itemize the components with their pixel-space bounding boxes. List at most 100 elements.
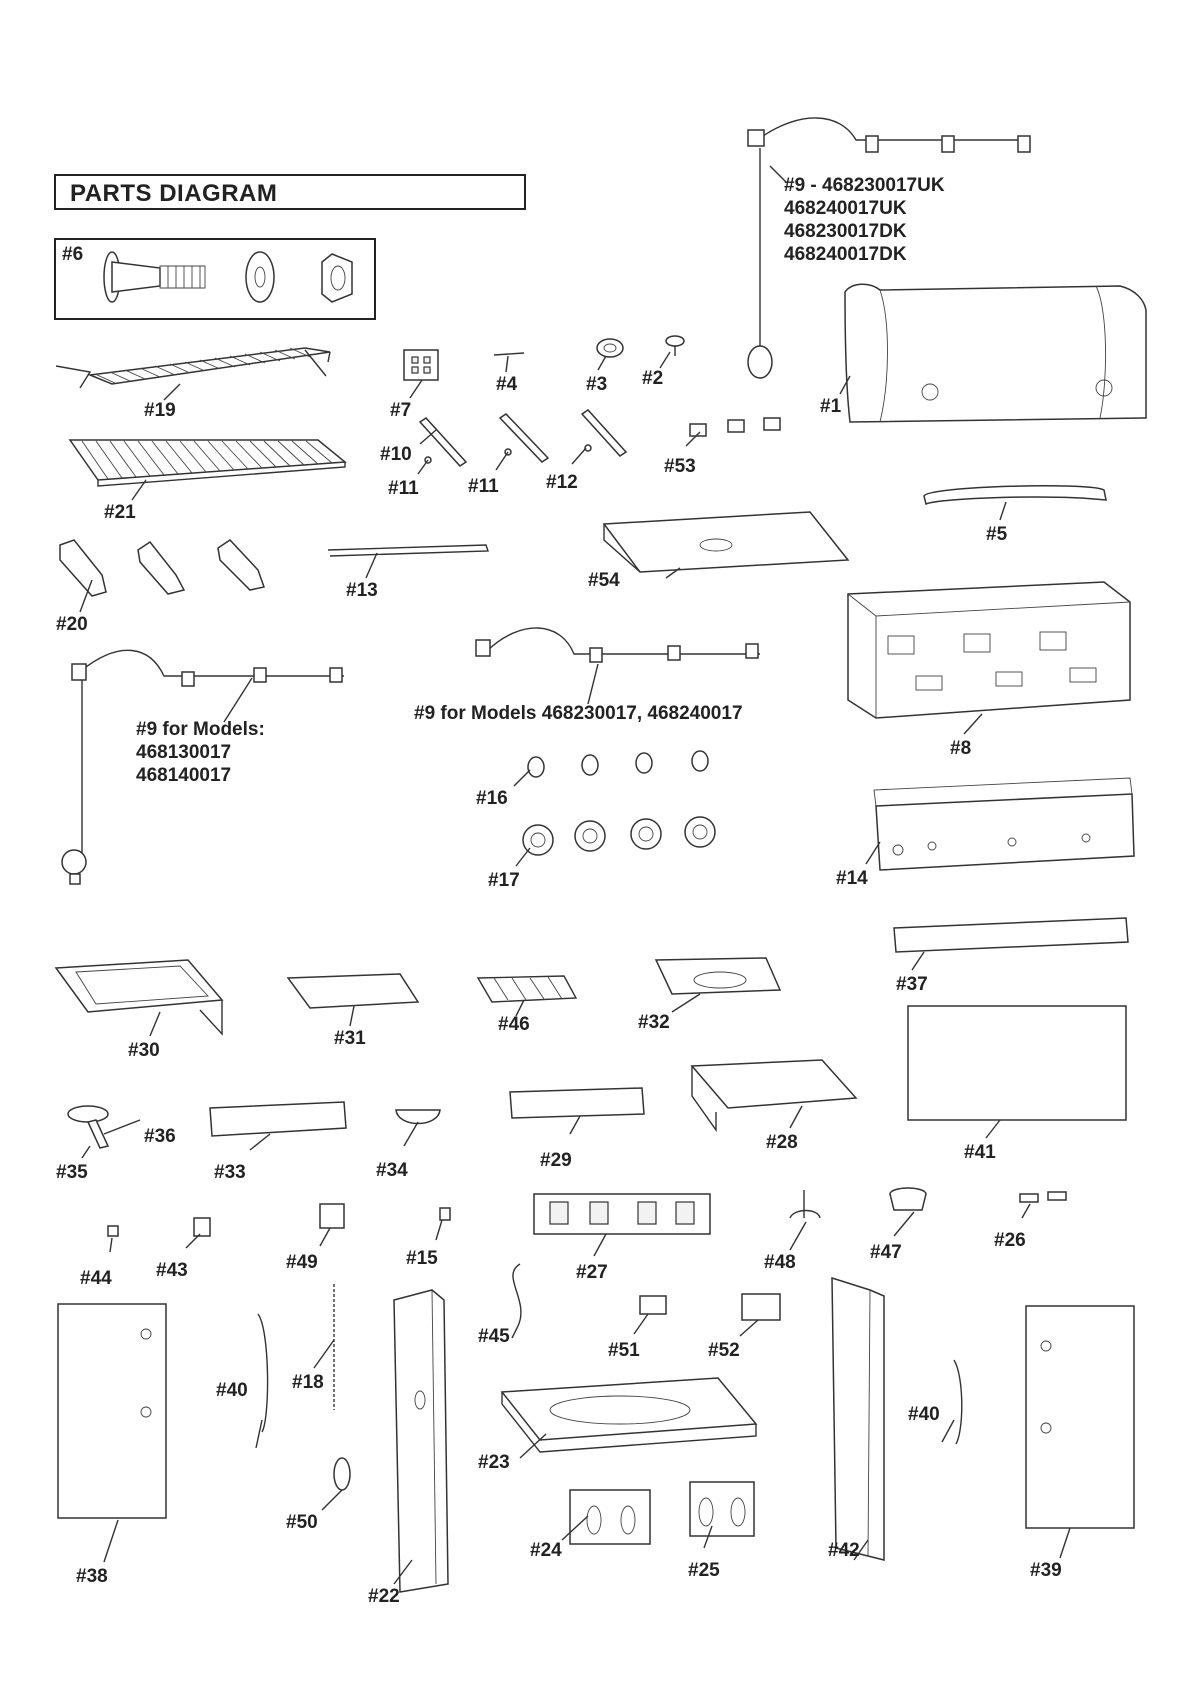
part-48-drawing: [789, 1190, 821, 1219]
part-47-drawing: [889, 1187, 927, 1211]
label-part-24: #24: [530, 1540, 562, 1561]
part-13-drawing: [327, 544, 489, 557]
part-7-drawing: [403, 349, 439, 381]
part-35-drawing: [67, 1105, 110, 1149]
parts-diagram-title-box: PARTS DIAGRAM: [54, 174, 526, 210]
label-part-25: #25: [688, 1560, 720, 1581]
part-22-drawing: [393, 1289, 449, 1593]
part-29-drawing: [509, 1087, 645, 1119]
label-part-12: #12: [546, 472, 578, 493]
label-part-19: #19: [144, 400, 176, 421]
note-manifold-4-models: #9 for Models 468230017, 468240017: [414, 703, 743, 724]
label-part-21: #21: [104, 502, 136, 523]
part-4-drawing: [493, 352, 525, 356]
part-38-drawing: [57, 1303, 167, 1519]
note-manifold-uk-line-3: 468230017DK: [784, 221, 907, 242]
note-manifold-uk-line-1: #9 - 468230017UK: [784, 175, 945, 196]
label-part-35: #35: [56, 1162, 88, 1183]
label-part-17: #17: [488, 870, 520, 891]
part-27-drawing: [533, 1193, 711, 1235]
label-part-7: #7: [390, 400, 412, 421]
label-part-50: #50: [286, 1512, 318, 1533]
label-part-36: #36: [144, 1126, 176, 1147]
label-part-3: #3: [586, 374, 608, 395]
label-part-53: #53: [664, 456, 696, 477]
label-part-15: #15: [406, 1248, 438, 1269]
note-manifold-3-line-2: 468130017: [136, 742, 232, 763]
part-23-drawing: [500, 1377, 758, 1453]
part-28-drawing: [690, 1059, 858, 1133]
label-part-29: #29: [540, 1150, 572, 1171]
part-5-drawing: [923, 484, 1107, 506]
label-part-27: #27: [576, 1262, 608, 1283]
label-part-26: #26: [994, 1230, 1026, 1251]
part-2-drawing: [665, 335, 685, 356]
part-52-drawing: [741, 1293, 781, 1321]
label-part-1: #1: [820, 396, 842, 417]
part-34-drawing: [395, 1109, 441, 1125]
label-part-42: #42: [828, 1540, 860, 1561]
note-manifold-3-line-1: #9 for Models:: [136, 719, 265, 740]
label-part-44: #44: [80, 1268, 112, 1289]
part-21-drawing: [68, 439, 347, 487]
part-1-drawing: [844, 283, 1147, 423]
part-43-drawing: [193, 1217, 211, 1237]
label-part-51: #51: [608, 1340, 640, 1361]
part-40-right-drawing: [953, 1359, 963, 1445]
part-6-box: [54, 238, 376, 320]
label-part-18: #18: [292, 1372, 324, 1393]
part-9-uk-drawing: [747, 117, 1031, 379]
note-manifold-uk: #9 - 468230017UK 468240017UK 468230017DK…: [784, 174, 945, 266]
label-part-23: #23: [478, 1452, 510, 1473]
part-41-drawing: [907, 1005, 1127, 1121]
part-17-drawing: [522, 816, 716, 856]
part-51-drawing: [639, 1295, 667, 1315]
label-part-16: #16: [476, 788, 508, 809]
part-42-drawing: [831, 1276, 885, 1561]
label-part-40-right: #40: [908, 1404, 940, 1425]
note-manifold-uk-line-2: 468240017UK: [784, 198, 907, 219]
label-part-52: #52: [708, 1340, 740, 1361]
label-part-46: #46: [498, 1014, 530, 1035]
part-33-drawing: [209, 1101, 347, 1137]
label-part-49: #49: [286, 1252, 318, 1273]
part-26-drawing: [1019, 1191, 1067, 1203]
label-part-37: #37: [896, 974, 928, 995]
label-part-30: #30: [128, 1040, 160, 1061]
label-part-39: #39: [1030, 1560, 1062, 1581]
part-31-drawing: [286, 973, 420, 1009]
label-part-54: #54: [588, 570, 620, 591]
part-15-drawing: [439, 1207, 451, 1221]
part-14-drawing: [873, 777, 1135, 871]
part-39-drawing: [1025, 1305, 1135, 1529]
label-part-43: #43: [156, 1260, 188, 1281]
label-part-45: #45: [478, 1326, 510, 1347]
part-24-drawing: [569, 1489, 651, 1545]
label-part-8: #8: [950, 738, 972, 759]
label-part-6: #6: [62, 244, 84, 265]
note-manifold-3-models: #9 for Models: 468130017 468140017: [136, 718, 265, 787]
label-part-31: #31: [334, 1028, 366, 1049]
part-16-drawing: [527, 750, 709, 778]
part-9-4-drawing: [475, 627, 760, 663]
label-part-5: #5: [986, 524, 1008, 545]
label-part-20: #20: [56, 614, 88, 635]
leader-lines: [79, 165, 1071, 1585]
label-part-32: #32: [638, 1012, 670, 1033]
part-19-drawing: [55, 347, 331, 389]
part-40-left-drawing: [257, 1313, 269, 1433]
label-part-47: #47: [870, 1242, 902, 1263]
label-part-13: #13: [346, 580, 378, 601]
label-part-33: #33: [214, 1162, 246, 1183]
part-25-drawing: [689, 1481, 755, 1537]
part-3-drawing: [596, 338, 624, 358]
part-30-drawing: [54, 959, 224, 1036]
label-part-2: #2: [642, 368, 664, 389]
label-part-28: #28: [766, 1132, 798, 1153]
part-50-drawing: [333, 1457, 351, 1491]
part-49-drawing: [319, 1203, 345, 1229]
part-6-drawing: [103, 251, 353, 303]
part-54-drawing: [602, 511, 850, 573]
